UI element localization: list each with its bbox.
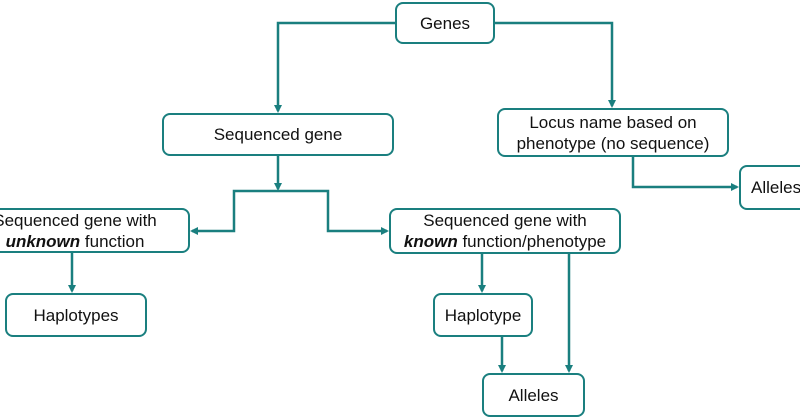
node-alleles-right: Alleles <box>739 165 800 210</box>
arrow-genes-to-sequenced-gene <box>274 21 395 113</box>
node-genes: Genes <box>395 2 495 44</box>
node-haplotype-label: Haplotype <box>444 305 522 325</box>
arrow-genes-to-locus-name <box>495 21 616 108</box>
node-unknown-function-line1: Sequenced gene with <box>0 210 157 230</box>
node-locus-name-line1: Locus name based on <box>529 112 697 132</box>
node-alleles-right-label: Alleles <box>751 178 800 197</box>
node-unknown-function-emphasis: unknown <box>5 231 81 251</box>
node-locus-name-line2: phenotype (no sequence) <box>516 133 710 153</box>
node-haplotypes: Haplotypes <box>5 293 147 337</box>
node-alleles-bottom: Alleles <box>482 373 585 417</box>
node-unknown-function-rest: function <box>80 231 145 251</box>
node-known-function-line1: Sequenced gene with <box>423 211 587 230</box>
arrow-split-to-unknown-function <box>190 189 278 235</box>
arrow-locus-to-alleles <box>631 157 739 191</box>
node-known-function-emphasis: known <box>403 232 458 251</box>
node-known-function-rest: function/phenotype <box>457 232 607 251</box>
node-unknown-function: Sequenced gene with unknown function <box>0 208 190 253</box>
node-unknown-function-line2: unknown function <box>6 231 145 252</box>
node-sequenced-gene-label: Sequenced gene <box>213 125 343 144</box>
arrow-split-to-known-function <box>278 189 389 235</box>
node-haplotypes-label: Haplotypes <box>33 305 119 325</box>
node-known-function-line2: known function/phenotype <box>404 231 606 252</box>
node-genes-label: Genes <box>419 13 471 33</box>
node-sequenced-gene: Sequenced gene <box>162 113 394 156</box>
node-alleles-bottom-label: Alleles <box>508 385 559 405</box>
node-locus-name: Locus name based on phenotype (no sequen… <box>497 108 729 157</box>
node-haplotype: Haplotype <box>433 293 533 337</box>
node-known-function: Sequenced gene with known function/pheno… <box>389 208 621 254</box>
